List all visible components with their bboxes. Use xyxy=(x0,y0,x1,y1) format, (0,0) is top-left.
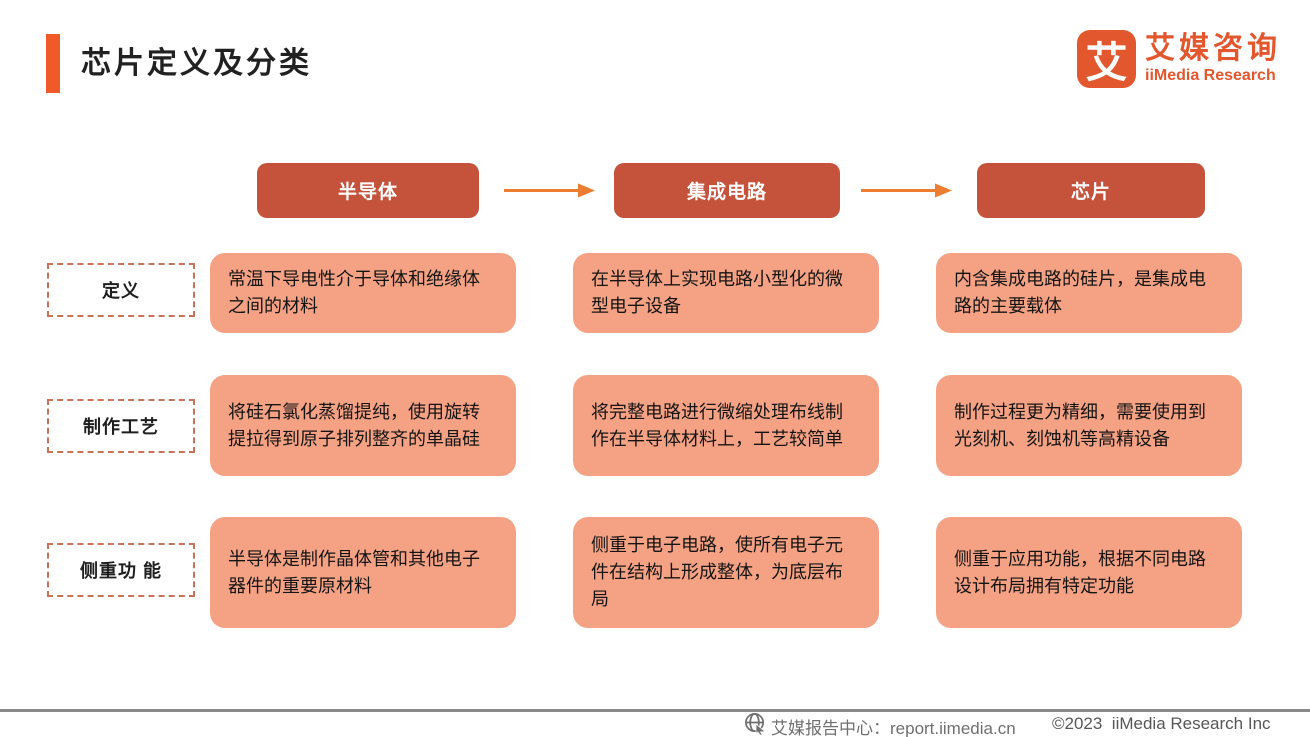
logo-text: 艾媒咨询 iiMedia Research xyxy=(1145,30,1281,88)
logo-icon: 艾 xyxy=(1077,30,1136,88)
cell-definition-chip: 内含集成电路的硅片，是集成电路的主要载体 xyxy=(936,253,1242,333)
cell-text: 制作过程更为精细，需要使用到光刻机、刻蚀机等高精设备 xyxy=(954,401,1206,449)
cell-process-integrated-circuit: 将完整电路进行微缩处理布线制作在半导体材料上，工艺较简单 xyxy=(573,375,879,476)
logo: 艾 艾媒咨询 iiMedia Research xyxy=(1077,30,1281,88)
cell-text: 侧重于电子电路，使所有电子元件在结构上形成整体，为底层布局 xyxy=(591,535,843,609)
row-label-manufacturing-process: 制作工艺 xyxy=(47,399,195,453)
row-label-definition: 定义 xyxy=(47,263,195,317)
cell-text: 常温下导电性介于导体和绝缘体之间的材料 xyxy=(228,269,480,316)
globe-cursor-icon xyxy=(745,713,767,735)
cell-text: 将硅石氯化蒸馏提纯，使用旋转提拉得到原子排列整齐的单晶硅 xyxy=(228,401,480,449)
cell-function-chip: 侧重于应用功能，根据不同电路设计布局拥有特定功能 xyxy=(936,517,1242,628)
column-header-semiconductor: 半导体 xyxy=(257,163,479,218)
footer-report-center: 艾媒报告中心：report.iimedia.cn xyxy=(771,719,1016,737)
cell-process-semiconductor: 将硅石氯化蒸馏提纯，使用旋转提拉得到原子排列整齐的单晶硅 xyxy=(210,375,516,476)
footer-divider xyxy=(0,709,1310,712)
cell-process-chip: 制作过程更为精细，需要使用到光刻机、刻蚀机等高精设备 xyxy=(936,375,1242,476)
cell-text: 半导体是制作晶体管和其他电子器件的重要原材料 xyxy=(228,548,480,596)
cell-function-integrated-circuit: 侧重于电子电路，使所有电子元件在结构上形成整体，为底层布局 xyxy=(573,517,879,628)
page-title: 芯片定义及分类 xyxy=(81,47,312,80)
column-header-integrated-circuit: 集成电路 xyxy=(614,163,840,218)
cell-text: 侧重于应用功能，根据不同电路设计布局拥有特定功能 xyxy=(954,548,1206,596)
row-label-focus-function: 侧重功 能 xyxy=(47,543,195,597)
cell-definition-semiconductor: 常温下导电性介于导体和绝缘体之间的材料 xyxy=(210,253,516,333)
cell-text: 内含集成电路的硅片，是集成电路的主要载体 xyxy=(954,269,1206,316)
cell-text: 将完整电路进行微缩处理布线制作在半导体材料上，工艺较简单 xyxy=(591,401,843,449)
flow-arrow-icon xyxy=(504,183,595,198)
flow-arrow-icon xyxy=(861,183,952,198)
footer-copyright: ©2023 iiMedia Research Inc xyxy=(1052,714,1271,733)
cell-text: 在半导体上实现电路小型化的微型电子设备 xyxy=(591,269,843,316)
logo-name-en: iiMedia Research xyxy=(1145,66,1276,84)
column-header-chip: 芯片 xyxy=(977,163,1205,218)
cell-definition-integrated-circuit: 在半导体上实现电路小型化的微型电子设备 xyxy=(573,253,879,333)
logo-glyph: 艾 xyxy=(1085,38,1128,86)
cell-function-semiconductor: 半导体是制作晶体管和其他电子器件的重要原材料 xyxy=(210,517,516,628)
title-accent-bar xyxy=(46,34,60,93)
logo-name-cn: 艾媒咨询 xyxy=(1145,32,1281,66)
